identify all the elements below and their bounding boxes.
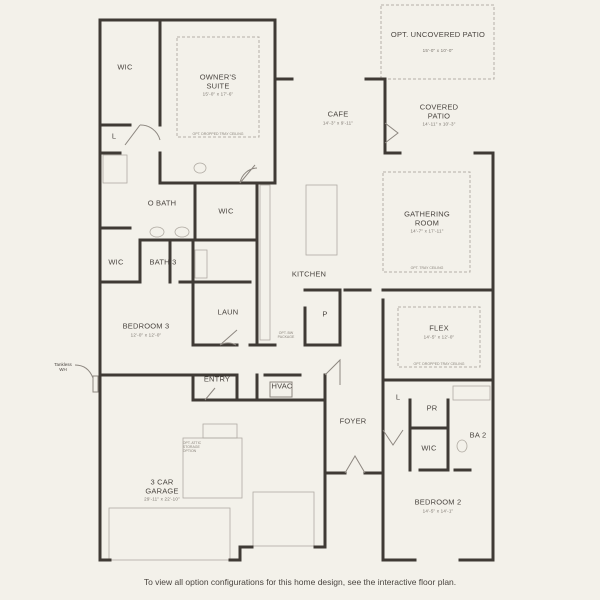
tankless-leader <box>74 364 94 379</box>
garage-parking-2 <box>252 491 315 547</box>
room-label-foyer: FOYER <box>339 416 367 426</box>
tub-icon <box>452 385 491 401</box>
room-label-kitchen: KITCHEN <box>291 269 327 279</box>
gathering-tray-ceiling <box>382 171 471 273</box>
attic-stair <box>202 423 238 439</box>
room-label-wic-bed2: WIC <box>421 443 437 453</box>
door-swings <box>124 122 404 474</box>
hvac-unit <box>269 381 293 398</box>
garage-parking-1 <box>108 507 231 561</box>
toilet-icon <box>193 162 207 174</box>
room-label-entry: ENTRY <box>203 374 231 384</box>
note-attic-storage: OPT. ATTIC STORAGE OPTION <box>182 441 202 453</box>
kitchen-island <box>305 184 338 256</box>
tub-icon <box>194 249 208 279</box>
room-label-pantry: P <box>322 309 328 319</box>
sink-icon <box>149 226 165 238</box>
note-flex-ceiling: OPT. DROPPED TRAY CEILING <box>413 362 465 366</box>
room-label-hvac: HVAC <box>271 381 293 391</box>
owners-tray-ceiling <box>176 36 260 138</box>
room-label-linen-2: L <box>395 392 401 402</box>
room-label-wic-owner: WIC <box>117 62 133 72</box>
flex-tray-ceiling <box>397 306 481 368</box>
kitchen-counter <box>259 184 271 341</box>
room-label-o-bath: O BATH <box>147 198 177 208</box>
uncovered-patio-outline <box>380 4 495 80</box>
shower-icon <box>102 154 128 184</box>
note-kitchen-option: OPT. BW PACKAGE <box>277 331 295 339</box>
room-label-laun: LAUN <box>217 307 239 317</box>
sink-icon <box>174 226 190 238</box>
room-label-pr: PR <box>426 403 438 413</box>
footer-note: To view all option configurations for th… <box>143 577 457 587</box>
room-label-bath-3: BATH 3 <box>149 257 177 267</box>
room-label-linen: L <box>111 131 117 141</box>
toilet-icon <box>456 439 468 453</box>
tankless-wh-unit <box>92 375 99 393</box>
room-label-ba-2: BA 2 <box>469 430 487 440</box>
note-tankless-wh: Tankless WH <box>54 362 72 372</box>
note-gathering-ceiling: OPT. TRAY CEILING <box>410 266 444 270</box>
room-label-wic-bed3: WIC <box>108 257 124 267</box>
walls <box>98 18 495 562</box>
room-label-wic-obath: WIC <box>218 206 234 216</box>
note-owners-ceiling: OPT. DROPPED TRAY CEILING <box>192 132 244 136</box>
